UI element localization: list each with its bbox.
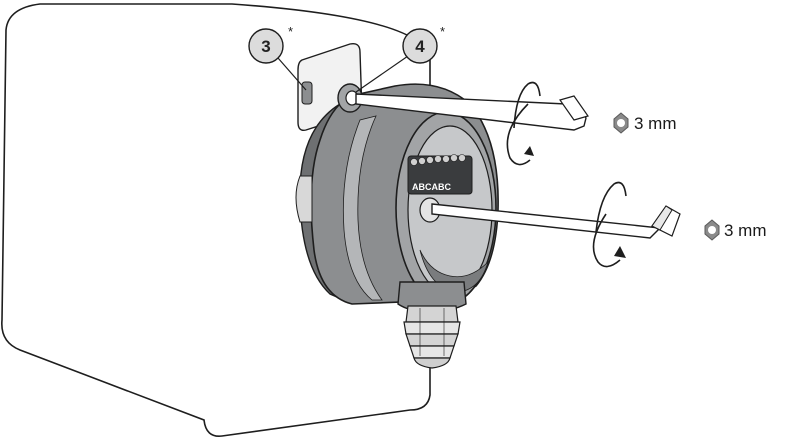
callout-3-leader xyxy=(277,57,307,91)
svg-text:3: 3 xyxy=(261,37,270,56)
rotation-arrow-upper-icon xyxy=(506,81,541,166)
upper-hex-key xyxy=(355,93,589,131)
callout-4-leader xyxy=(355,55,409,93)
rotation-arrow-lower-icon xyxy=(592,181,627,268)
svg-text:*: * xyxy=(440,24,445,39)
lower-hex-key xyxy=(431,203,681,239)
hex-size-label-lower: 3 mm xyxy=(704,219,767,241)
svg-text:4: 4 xyxy=(415,37,425,56)
hex-size-label-upper: 3 mm xyxy=(613,112,677,134)
bracket-screw-3 xyxy=(301,81,313,105)
callout-4: 4 * xyxy=(402,24,445,64)
housing-left-lug xyxy=(295,175,313,223)
cable-gland xyxy=(403,305,461,369)
svg-text:*: * xyxy=(288,24,293,39)
svg-text:3 mm: 3 mm xyxy=(634,114,677,133)
housing-side-band xyxy=(342,115,383,301)
terminal-labels: ABCABC xyxy=(412,182,451,192)
svg-text:3 mm: 3 mm xyxy=(724,221,767,240)
terminal-screws xyxy=(410,154,466,166)
callout-3: 3 * xyxy=(248,24,293,64)
terminal-block: ABCABC xyxy=(407,154,473,195)
